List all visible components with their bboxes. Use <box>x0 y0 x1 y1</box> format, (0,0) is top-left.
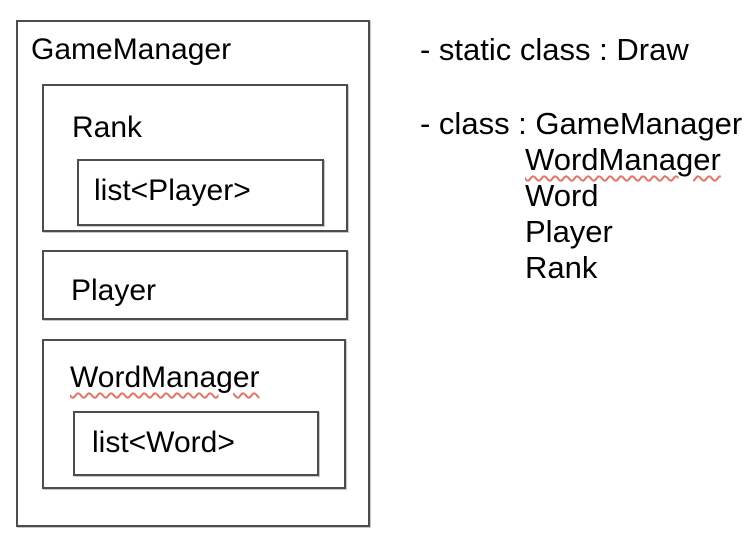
player-box-title: Player <box>71 274 157 307</box>
static-class-note: - static class : Draw <box>420 32 689 67</box>
player-box: Player <box>42 250 348 320</box>
list-word-box: list<Word> <box>73 411 319 476</box>
rank-box: Rank list<Player> <box>42 84 348 232</box>
rank-box-title: Rank <box>72 111 143 144</box>
class-list-item-player: Player <box>525 214 613 249</box>
class-note-prefix: - class : <box>420 106 536 141</box>
class-list-item-word: Word <box>525 178 599 213</box>
class-note: - class : GameManager WordManager Word P… <box>420 106 742 286</box>
list-word-field: list<Word> <box>92 426 235 459</box>
list-player-box: list<Player> <box>77 159 324 226</box>
wordmanager-box: WordManager list<Word> <box>42 339 346 489</box>
wordmanager-box-title: WordManager <box>70 361 260 394</box>
gamemanager-box-title: GameManager <box>31 33 232 66</box>
class-list-item-gamemanager: GameManager <box>535 106 743 141</box>
class-list-item-rank: Rank <box>525 250 598 285</box>
list-player-field: list<Player> <box>94 174 251 207</box>
class-note-first-line: - class : GameManager <box>420 106 742 142</box>
class-list-item-wordmanager: WordManager <box>525 142 721 177</box>
gamemanager-box: GameManager Rank list<Player> Player Wor… <box>16 20 370 527</box>
